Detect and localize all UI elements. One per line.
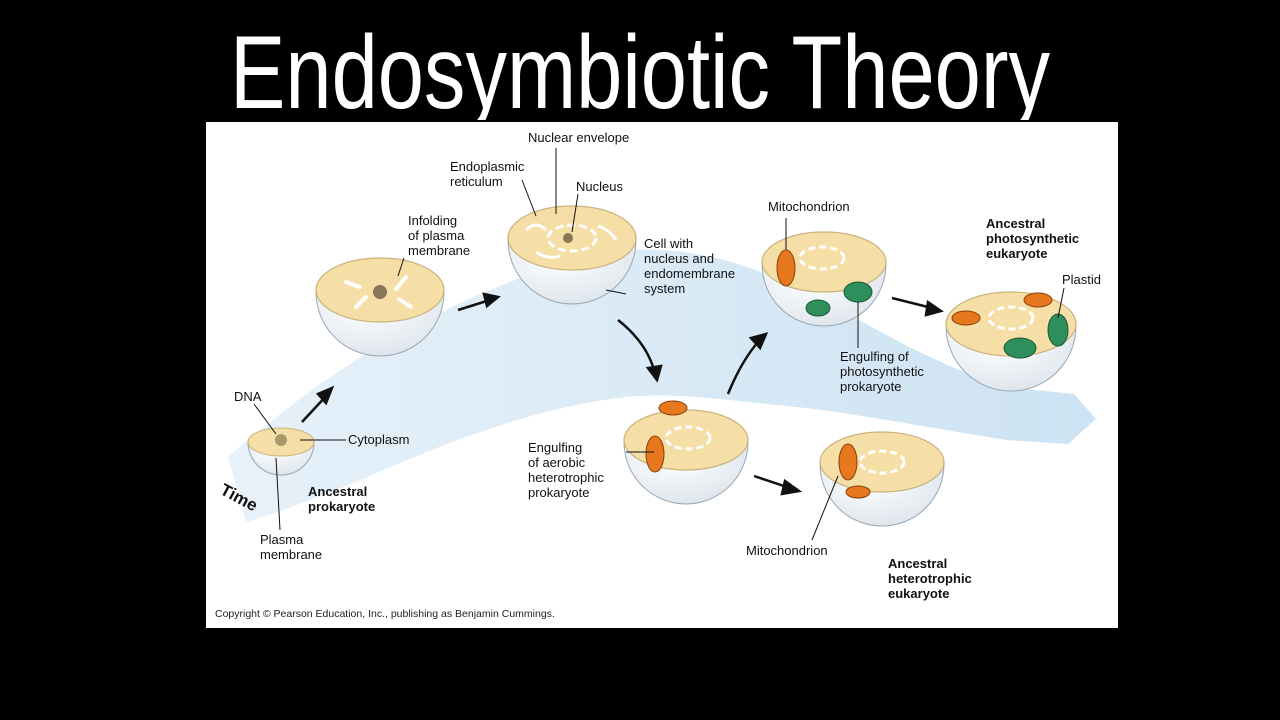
label-ancestral-heterotrophic: Ancestral heterotrophic eukaryote xyxy=(888,556,972,601)
label-ancestral-prokaryote: Ancestral prokaryote xyxy=(308,484,376,514)
cell-infolding xyxy=(315,257,445,357)
label-cell-with-nucleus: Cell with nucleus and endomembrane syste… xyxy=(644,236,736,296)
label-dna: DNA xyxy=(234,389,262,404)
label-plasma-membrane: Plasma membrane xyxy=(260,532,323,562)
label-endoplasmic-reticulum: Endoplasmic reticulum xyxy=(450,159,525,189)
copyright-notice: Copyright © Pearson Education, Inc., pub… xyxy=(215,608,555,620)
cell-ancestral-photosynthetic xyxy=(945,291,1077,392)
cell-ancestral-prokaryote xyxy=(247,427,315,476)
label-plastid: Plastid xyxy=(1062,272,1102,287)
cell-ancestral-heterotrophic xyxy=(819,431,945,527)
time-band xyxy=(228,249,1096,522)
diagram-panel: Nuclear envelope Endoplasmic reticulum N… xyxy=(206,122,1118,628)
leader-lines xyxy=(253,148,1065,541)
label-nuclear-envelope: Nuclear envelope xyxy=(528,130,630,145)
cell-nucleus-endomembrane xyxy=(507,205,637,305)
page-title: Endosymbiotic Theory xyxy=(230,15,1050,120)
diagram-svg xyxy=(228,148,1096,541)
process-arrows xyxy=(301,292,944,496)
title-handwritten: Endosymbiotic Theory xyxy=(230,15,1050,120)
label-nucleus: Nucleus xyxy=(576,179,623,194)
label-ancestral-photosynthetic: Ancestral photosynthetic eukaryote xyxy=(986,216,1080,261)
label-infolding: Infolding of plasma membrane xyxy=(408,213,471,258)
label-cytoplasm: Cytoplasm xyxy=(348,432,410,447)
plastid-organelle xyxy=(843,281,873,303)
label-engulfing-aerobic: Engulfing of aerobic heterotrophic proka… xyxy=(528,440,604,500)
label-mitochondrion-top: Mitochondrion xyxy=(768,199,850,214)
label-mitochondrion-bottom: Mitochondrion xyxy=(746,543,828,558)
cell-engulfing-aerobic xyxy=(623,400,749,505)
cell-engulfing-photosynthetic xyxy=(761,231,887,327)
mitochondrion-organelle xyxy=(776,249,796,287)
label-engulfing-photosynthetic: Engulfing of photosynthetic prokaryote xyxy=(840,349,924,394)
